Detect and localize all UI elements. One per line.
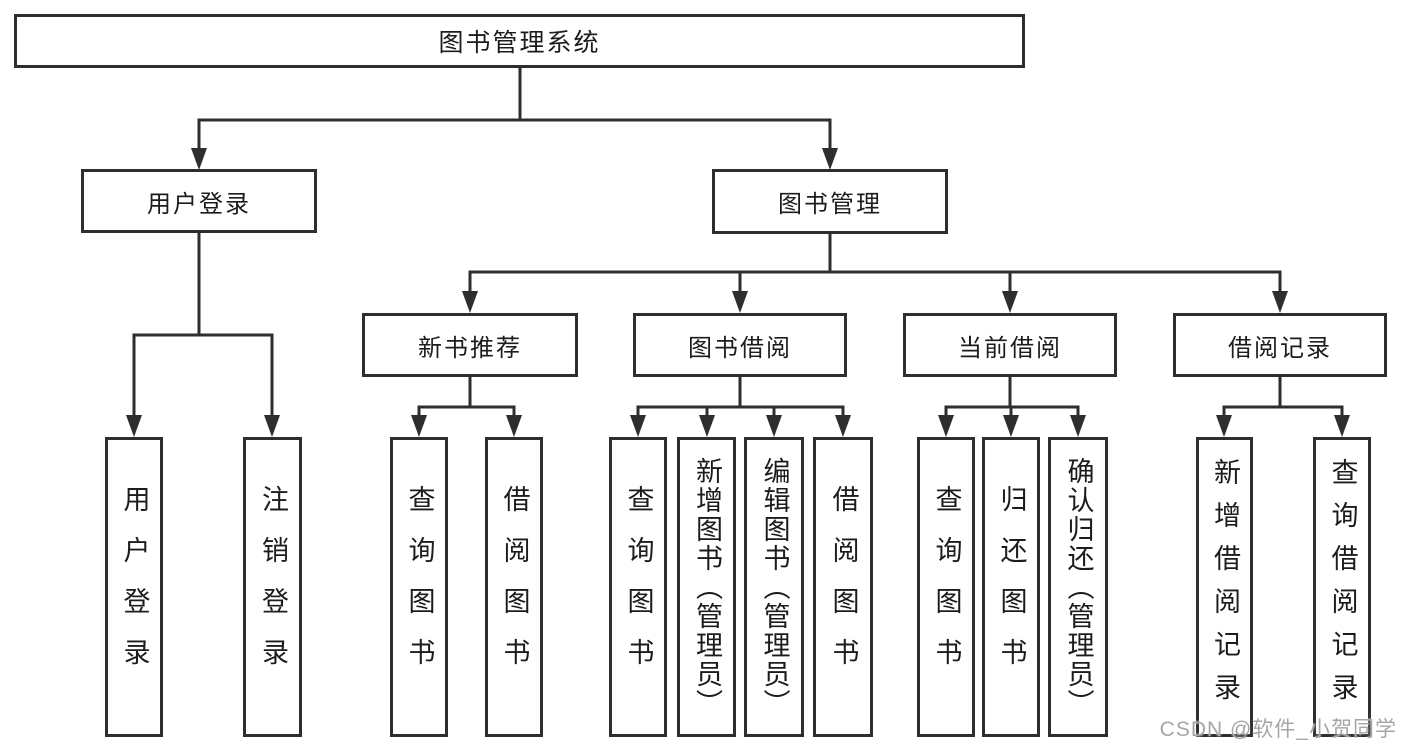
leaf-newbooks-query-books: 查询图书 <box>390 437 448 737</box>
leaf-borrowing-add-books-admin: 新增图书（管理员） <box>677 437 736 737</box>
leaf-borrowing-edit-books-admin-label: 编辑图书（管理员） <box>759 456 790 718</box>
leaf-newbooks-borrow-books: 借阅图书 <box>485 437 543 737</box>
arrowheads <box>126 148 1350 437</box>
node-book-borrowing: 图书借阅 <box>633 313 847 377</box>
leaf-current-confirm-return-admin: 确认归还（管理员） <box>1048 437 1108 737</box>
leaf-current-query-books: 查询图书 <box>917 437 975 737</box>
leaf-current-return-books-label: 归还图书 <box>996 485 1027 689</box>
leaf-borrowing-query-books: 查询图书 <box>609 437 667 737</box>
leaf-borrowing-query-books-label: 查询图书 <box>623 485 654 689</box>
node-new-book-recommend: 新书推荐 <box>362 313 578 377</box>
leaf-records-query-record: 查询借阅记录 <box>1313 437 1371 737</box>
leaf-user-login-label: 用户登录 <box>119 485 150 689</box>
leaf-borrowing-borrow-books-label: 借阅图书 <box>828 485 859 689</box>
node-book-management: 图书管理 <box>712 169 948 234</box>
leaf-records-add-record-label: 新增借阅记录 <box>1210 458 1240 716</box>
leaf-borrowing-edit-books-admin: 编辑图书（管理员） <box>744 437 804 737</box>
csdn-watermark: CSDN @软件_小贺同学 <box>1159 718 1397 741</box>
leaf-current-confirm-return-admin-label: 确认归还（管理员） <box>1063 456 1094 718</box>
node-user-login-branch: 用户登录 <box>81 169 317 233</box>
leaf-user-login: 用户登录 <box>105 437 163 737</box>
leaf-records-query-record-label: 查询借阅记录 <box>1327 458 1358 716</box>
node-current-borrowing: 当前借阅 <box>903 313 1117 377</box>
leaf-logout-label: 注销登录 <box>258 485 288 689</box>
leaf-records-add-record: 新增借阅记录 <box>1196 437 1253 737</box>
leaf-current-query-books-label: 查询图书 <box>931 485 962 689</box>
node-borrow-records: 借阅记录 <box>1173 313 1387 377</box>
leaf-logout: 注销登录 <box>243 437 302 737</box>
leaf-borrowing-borrow-books: 借阅图书 <box>813 437 873 737</box>
leaf-newbooks-borrow-books-label: 借阅图书 <box>499 485 530 689</box>
leaf-current-return-books: 归还图书 <box>982 437 1040 737</box>
leaf-borrowing-add-books-admin-label: 新增图书（管理员） <box>692 456 722 718</box>
node-root: 图书管理系统 <box>14 14 1025 68</box>
leaf-newbooks-query-books-label: 查询图书 <box>404 485 435 689</box>
